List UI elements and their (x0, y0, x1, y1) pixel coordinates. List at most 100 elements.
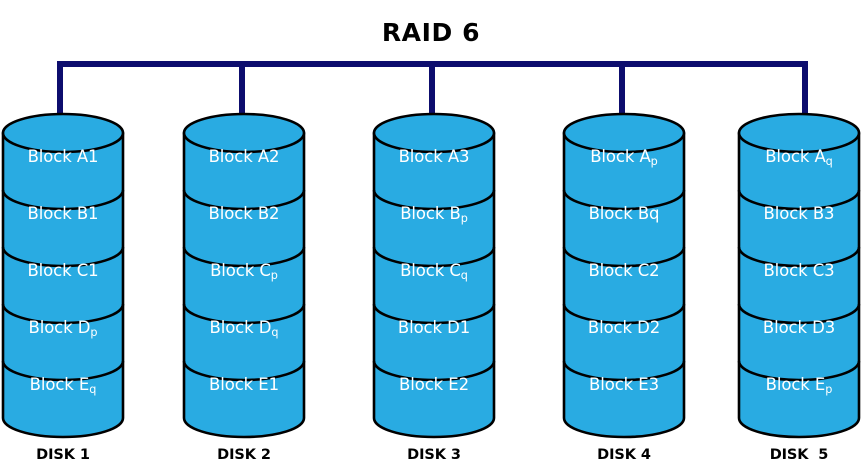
block-name: Block D (28, 318, 91, 337)
disk-3-block-4-label: Block D1 (371, 318, 497, 337)
disk-4-block-1-label: Block Ap (561, 147, 687, 168)
block-name: Block D2 (587, 318, 661, 337)
block-name: Block C1 (27, 261, 99, 280)
block-name: Block B2 (208, 204, 280, 223)
block-name: Block D3 (762, 318, 836, 337)
disk-cylinder-2 (182, 112, 306, 439)
block-separator-arc (737, 360, 861, 382)
disk-2-block-3-label: Block Cp (181, 261, 307, 282)
block-name: Block A (590, 147, 651, 166)
disk-3-block-5-label: Block E2 (371, 375, 497, 394)
disk-1-block-3-label: Block C1 (0, 261, 126, 280)
block-name: Block C2 (588, 261, 660, 280)
cylinder-top-ellipse (562, 112, 686, 154)
disk-2-block-4-label: Block Dq (181, 318, 307, 339)
block-separator-arc (1, 303, 125, 325)
disk-1-block-2-label: Block B1 (0, 204, 126, 223)
block-separator-arc (562, 303, 686, 325)
cylinder-body (372, 131, 496, 439)
disk-cylinder-1 (1, 112, 125, 439)
disk-cylinder-5 (737, 112, 861, 439)
disk-cylinder-3 (372, 112, 496, 439)
block-separator-arc (1, 360, 125, 382)
block-separator-arc (372, 246, 496, 268)
block-separator-arc (1, 246, 125, 268)
disk-3-block-2-label: Block Bp (371, 204, 497, 225)
block-name: Block D (209, 318, 272, 337)
cylinder-body (737, 131, 861, 439)
block-separator-arc (372, 303, 496, 325)
block-separator-arc (737, 246, 861, 268)
disk-2-block-2-label: Block B2 (181, 204, 307, 223)
block-name: Block Bq (588, 204, 660, 223)
disk-5-block-2-label: Block B3 (736, 204, 862, 223)
block-parity-subscript: q (271, 326, 279, 340)
block-name: Block A3 (398, 147, 470, 166)
block-separator-arc (372, 360, 496, 382)
block-name: Block A (765, 147, 826, 166)
cylinder-top-ellipse (372, 112, 496, 154)
page-title: RAID 6 (381, 18, 481, 47)
disk-2-block-1-label: Block A2 (181, 147, 307, 166)
disk-5-block-3-label: Block C3 (736, 261, 862, 280)
block-separator-arc (1, 189, 125, 211)
cylinder-top-ellipse (182, 112, 306, 154)
disk-1-block-1-label: Block A1 (0, 147, 126, 166)
block-name: Block C (210, 261, 271, 280)
disk-3-blocks: Block A3 Block Bp Block Cq Block D1 Block E2 (371, 112, 497, 432)
block-name: Block D1 (397, 318, 471, 337)
cylinder-top-ellipse (737, 112, 861, 154)
block-separator-arc (562, 189, 686, 211)
block-separator-arc (737, 303, 861, 325)
disk-2-caption: DISK 2 (217, 447, 271, 463)
block-separator-arc (182, 189, 306, 211)
block-name: Block E (29, 375, 90, 394)
block-name: Block E3 (589, 375, 659, 394)
cylinder-body (1, 131, 125, 439)
cylinder-body (182, 131, 306, 439)
block-separator-arc (562, 246, 686, 268)
disk-5-block-4-label: Block D3 (736, 318, 862, 337)
block-separator-arc (737, 189, 861, 211)
block-separator-arc (372, 189, 496, 211)
disk-1-caption: DISK 1 (36, 447, 90, 463)
disk-5-block-5-label: Block Ep (736, 375, 862, 396)
block-name: Block C (400, 261, 461, 280)
block-separator-arc (182, 303, 306, 325)
block-separator-arc (562, 360, 686, 382)
block-parity-subscript: p (650, 155, 658, 169)
disk-3-block-3-label: Block Cq (371, 261, 497, 282)
block-parity-subscript: p (460, 212, 468, 226)
disk-4-block-5-label: Block E3 (561, 375, 687, 394)
block-parity-subscript: p (270, 269, 278, 283)
block-name: Block E1 (209, 375, 279, 394)
cylinder-top-ellipse (1, 112, 125, 154)
block-name: Block E (765, 375, 826, 394)
block-separator-arc (182, 360, 306, 382)
block-name: Block E2 (399, 375, 469, 394)
block-parity-subscript: p (825, 383, 833, 397)
disk-5-caption: DISK 5 (769, 447, 829, 463)
disk-5-block-1-label: Block Aq (736, 147, 862, 168)
block-separator-arc (182, 246, 306, 268)
disk-4-caption: DISK 4 (597, 447, 651, 463)
block-name: Block C3 (763, 261, 835, 280)
block-name: Block B3 (763, 204, 835, 223)
block-name: Block A2 (208, 147, 280, 166)
disk-4-block-4-label: Block D2 (561, 318, 687, 337)
block-name: Block A1 (27, 147, 99, 166)
disk-1-block-5-label: Block Eq (0, 375, 126, 396)
block-parity-subscript: p (90, 326, 98, 340)
disk-cylinder-4 (562, 112, 686, 439)
disk-3-block-1-label: Block A3 (371, 147, 497, 166)
block-parity-subscript: q (89, 383, 97, 397)
disk-2-block-5-label: Block E1 (181, 375, 307, 394)
block-name: Block B1 (27, 204, 99, 223)
disk-3-caption: DISK 3 (407, 447, 461, 463)
block-parity-subscript: q (825, 155, 833, 169)
